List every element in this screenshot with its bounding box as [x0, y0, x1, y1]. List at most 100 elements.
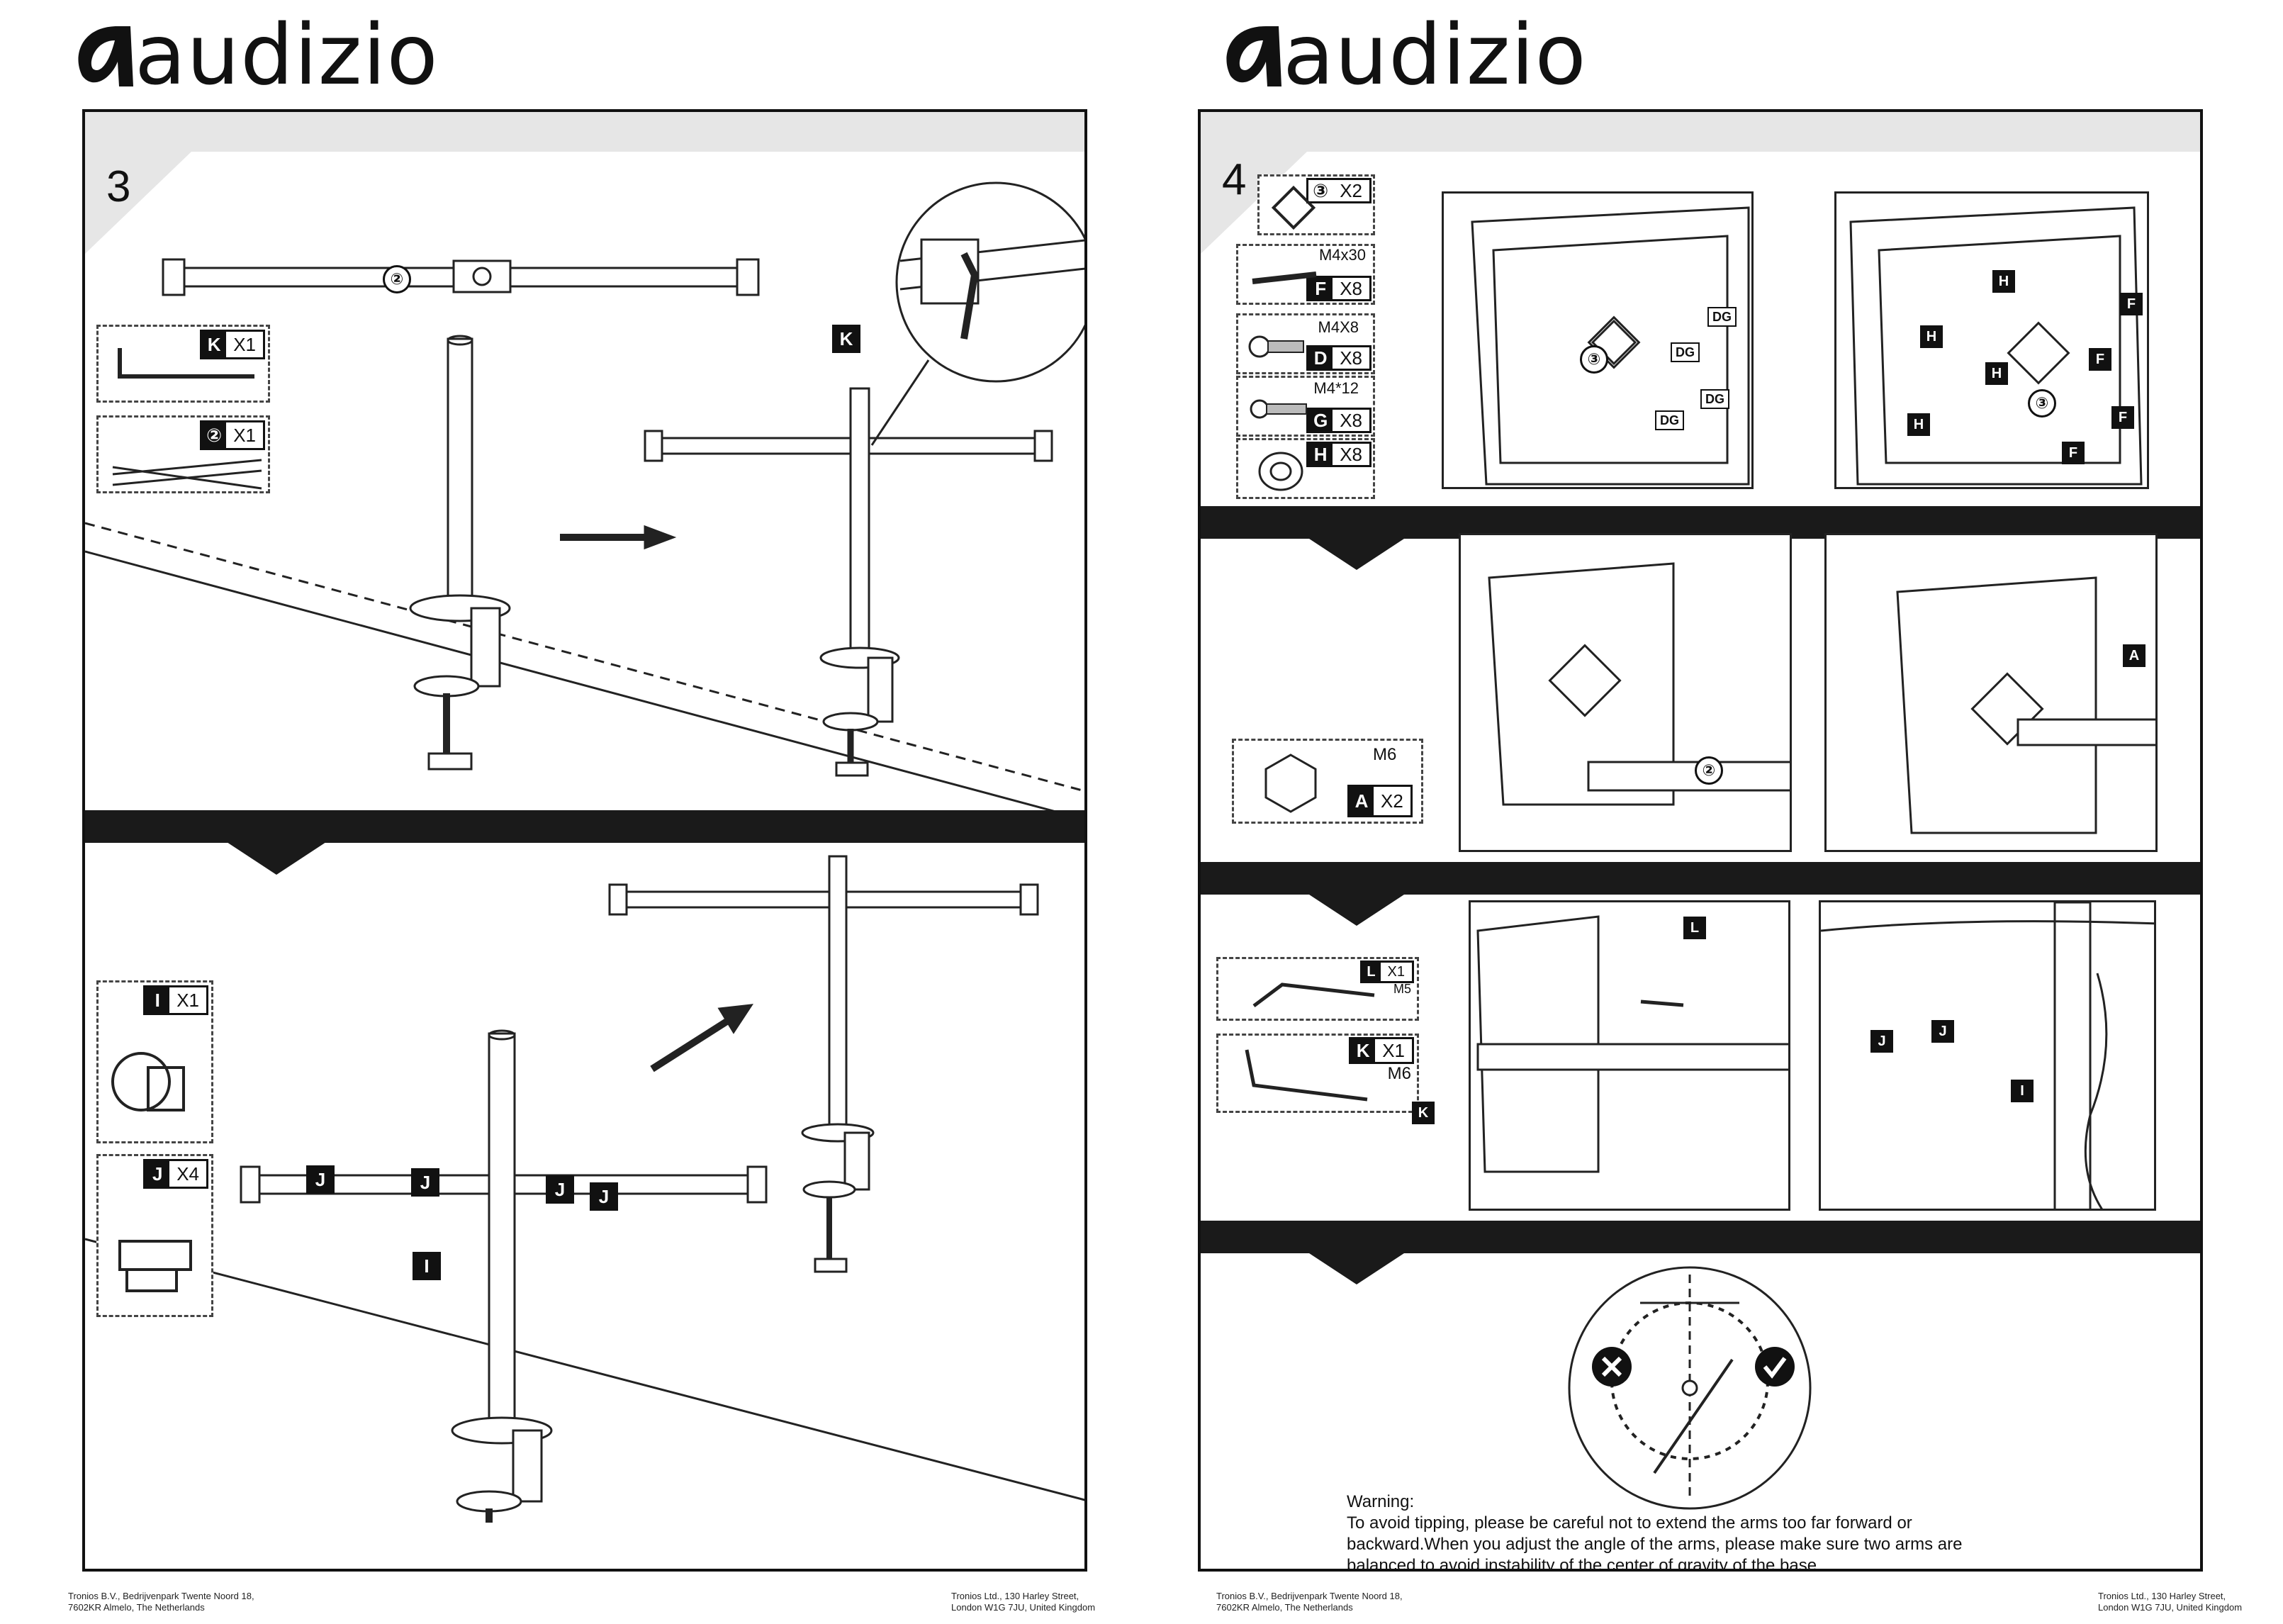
label-h: H [1985, 362, 2008, 385]
parts-box-spacer-h: H X8 [1236, 438, 1375, 499]
screw-short-icon [1248, 335, 1304, 358]
part-qty: X8 [1340, 443, 1362, 465]
label-clip-j: J [1870, 1030, 1893, 1053]
spacer-icon [1258, 452, 1303, 491]
qty-tag-d: D X8 [1306, 345, 1372, 371]
label-clip-j-3: J [546, 1175, 574, 1204]
label-clip-j-4: J [590, 1182, 618, 1211]
part-qty: X8 [1340, 347, 1362, 369]
label-clip-i: I [2011, 1080, 2034, 1102]
brand-logo-left: audizio [68, 13, 439, 96]
brand-wordmark: audizio [135, 6, 439, 103]
label-clip-j-2: J [411, 1168, 439, 1197]
label-nut-a: A [2123, 644, 2145, 667]
illustration-cable-management: J J I [1819, 900, 2156, 1211]
part-letter: J [145, 1161, 170, 1187]
part-letter: L [1362, 963, 1381, 981]
footer-address-right: Tronios Ltd., 130 Harley Street, London … [951, 1591, 1095, 1614]
step-corner-shape [1201, 112, 1307, 254]
brand-logo-right: audizio [1216, 13, 1587, 96]
label-f: F [2111, 406, 2134, 429]
section-divider [1201, 1221, 2200, 1253]
clip-j-icon [118, 1240, 192, 1292]
vesa-plate-icon [1271, 185, 1316, 230]
label-f: F [2089, 348, 2111, 371]
part-spec: M4*12 [1313, 379, 1359, 397]
label-vesa-3: ③ [2028, 389, 2056, 418]
qty-tag-k: K X1 [200, 330, 265, 359]
part-qty: X1 [1387, 963, 1405, 980]
part-letter: K [202, 332, 227, 357]
illustration-arm-adjust: L [1469, 900, 1790, 1211]
label-dg: DG [1700, 389, 1729, 409]
part-letter: ② [202, 422, 227, 448]
wrong-x-icon [1592, 1347, 1632, 1387]
qty-tag-k: K X1 [1349, 1037, 1414, 1064]
parts-box-screw-d: M4X8 D X8 [1236, 313, 1375, 374]
footer-line: London W1G 7JU, United Kingdom [2098, 1602, 2243, 1613]
part-qty: X2 [1381, 790, 1403, 812]
label-clip-j: J [1931, 1020, 1954, 1043]
part-qty: X1 [176, 989, 199, 1011]
section-divider [1201, 862, 2200, 895]
part-qty: X1 [233, 333, 256, 355]
warning-line: To avoid tipping, please be careful not … [1347, 1513, 1912, 1533]
footer-address-left: Tronios B.V., Bedrijvenpark Twente Noord… [1216, 1591, 1403, 1614]
part-qty: X8 [1340, 277, 1362, 299]
hex-nut-icon [1264, 754, 1317, 813]
qty-tag-f: F X8 [1306, 276, 1372, 301]
parts-box-screw-g: M4*12 G X8 [1236, 376, 1375, 437]
part-letter: F [1308, 278, 1333, 299]
step-number: 3 [106, 162, 131, 211]
part-letter: D [1308, 347, 1333, 369]
hex-key-m5-icon [1252, 982, 1375, 1007]
part-spec: M5 [1393, 982, 1411, 996]
label-dg: DG [1671, 342, 1700, 362]
audizio-logo-icon [1226, 26, 1281, 86]
illustration-monitor-back-1: DG DG DG DG ③ [1442, 191, 1754, 489]
part-qty: X4 [176, 1163, 199, 1185]
part-qty: X8 [1340, 409, 1362, 431]
parts-box-vesa-plate: ③ X2 [1257, 174, 1375, 235]
parts-box-crossbar: ② X1 [96, 415, 270, 493]
parts-box-cable-clip-i: I X1 [96, 980, 213, 1143]
part-spec: M4x30 [1318, 246, 1366, 264]
part-spec: M4X8 [1318, 318, 1359, 336]
warning-line: balanced to avoid instability of the cen… [1347, 1556, 1822, 1572]
qty-tag-i: I X1 [143, 985, 208, 1015]
label-h: H [1907, 413, 1930, 436]
part-spec: M6 [1373, 745, 1397, 764]
parts-box-hex-key-k: K X1 M6 [1216, 1034, 1419, 1113]
part-qty: X1 [1382, 1039, 1405, 1061]
label-hex-key-l: L [1683, 917, 1706, 939]
footer-line: Tronios Ltd., 130 Harley Street, [951, 1591, 1079, 1601]
step-number: 4 [1222, 155, 1247, 204]
part-letter: G [1308, 410, 1333, 431]
label-clip-i: I [413, 1252, 441, 1280]
monitor-back-drawing [1471, 206, 1750, 486]
illustration-monitor-back-2: H H H H F F F F ③ [1834, 191, 2149, 489]
illustration-monitor-mounted: A [1824, 533, 2158, 852]
monitor-mounted-drawing [1896, 576, 2155, 834]
qty-tag-crossbar: ② X1 [200, 420, 265, 450]
hex-key-icon [118, 348, 254, 379]
label-f: F [2120, 293, 2143, 315]
correct-check-icon [1755, 1347, 1795, 1387]
step-4-panel: 4 ③ X2 M4x30 F X8 M4X8 D X8 M4*12 G X8 [1198, 109, 2203, 1572]
part-letter: I [145, 987, 170, 1013]
parts-box-cable-clip-j: J X4 [96, 1154, 213, 1317]
panel-header-band [85, 112, 1084, 152]
audizio-logo-icon [78, 26, 133, 86]
part-letter: A [1350, 787, 1374, 815]
step-corner-shape [85, 112, 191, 254]
footer-line: Tronios Ltd., 130 Harley Street, [2098, 1591, 2226, 1601]
warning-text: Warning: To avoid tipping, please be car… [1347, 1491, 1963, 1572]
screw-long-icon [1252, 271, 1317, 284]
warning-title: Warning: [1347, 1492, 1415, 1511]
arm-adjust-drawing [1476, 915, 1788, 1173]
label-hex-key-k: K [1412, 1102, 1435, 1124]
qty-tag-l: L X1 [1359, 961, 1414, 983]
qty-tag-j: J X4 [143, 1159, 208, 1189]
warning-line: backward.When you adjust the angle of th… [1347, 1535, 1963, 1554]
parts-box-hex-key: K X1 [96, 325, 270, 403]
